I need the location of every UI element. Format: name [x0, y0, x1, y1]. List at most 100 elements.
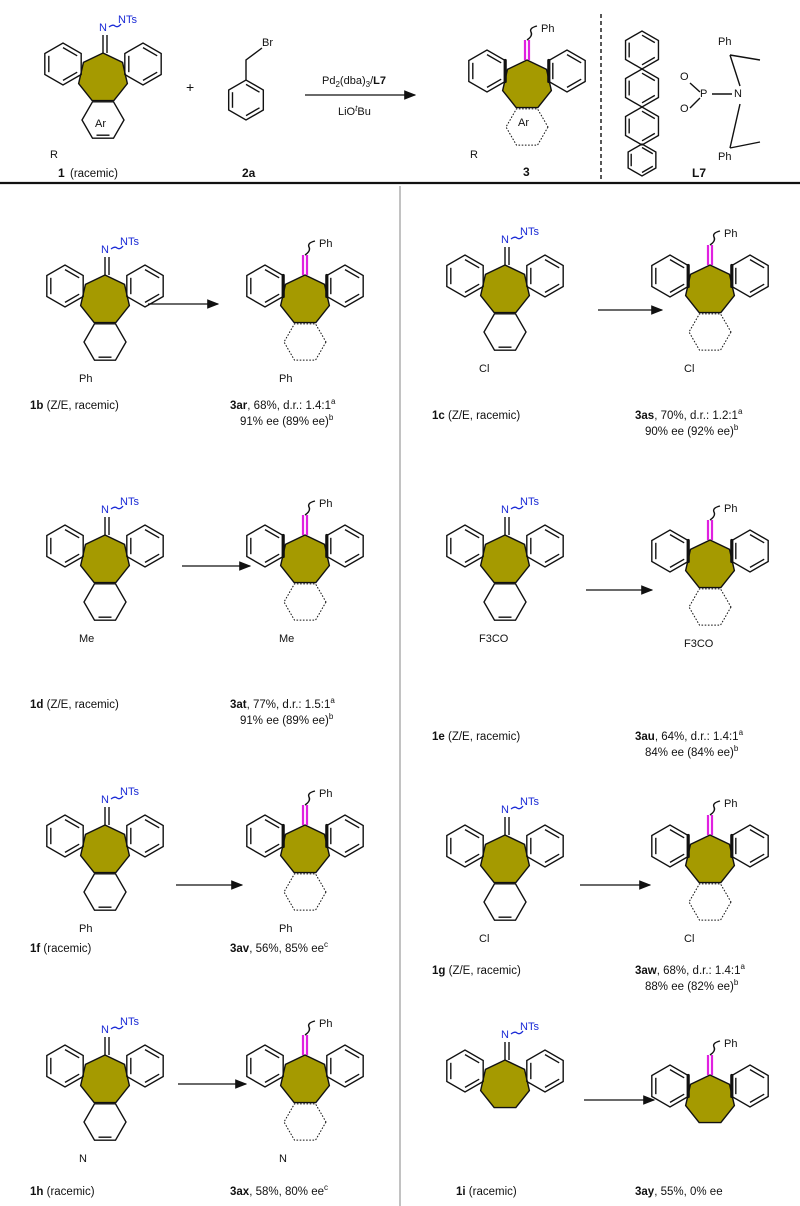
- wavy-n-n-bond: [510, 1030, 524, 1035]
- left-benzo-ring: [46, 264, 84, 308]
- reactant-1-label: 1: [58, 166, 65, 180]
- double-bond: [566, 78, 582, 88]
- seven-membered-core: [279, 1054, 331, 1104]
- product-id: 3ax: [230, 1186, 250, 1198]
- substrate-note: (Z/E, racemic): [43, 400, 119, 412]
- n-atom: N: [501, 1029, 509, 1041]
- substrate-id: 1b: [30, 400, 43, 412]
- wavy-n-n-bond: [110, 1025, 124, 1030]
- plus-sign: +: [186, 79, 194, 95]
- double-bond: [264, 529, 280, 539]
- br-atom: Br: [262, 37, 273, 49]
- substituent-label: Me: [279, 633, 294, 645]
- seven-membered-core: [279, 274, 331, 324]
- substrate-id: 1h: [30, 1186, 43, 1198]
- footnote-marker: a: [330, 696, 335, 705]
- left-benzo-ring: [46, 1044, 84, 1088]
- bottom-arene-ring: [83, 1103, 127, 1141]
- double-bond: [62, 71, 78, 81]
- n-atom: N: [501, 234, 509, 246]
- product-result: 3au, 64%, d.r.: 1.4:1a: [635, 728, 744, 743]
- double-bond: [669, 534, 685, 544]
- footnote-marker: a: [738, 407, 743, 416]
- double-bond: [64, 269, 80, 279]
- product-id: 3ay: [635, 1186, 655, 1198]
- seven-membered-core: [79, 824, 131, 874]
- product-yield: , 70%, d.r.: 1.2:1: [654, 410, 738, 422]
- seven-membered-core: [479, 534, 531, 584]
- seven-membered-core: [684, 264, 736, 314]
- right-benzo-ring: [731, 824, 769, 868]
- seven-membered-core: [77, 52, 129, 102]
- double-bond: [749, 1093, 765, 1103]
- n-atom: N: [501, 504, 509, 516]
- substrate-note: (Z/E, racemic): [43, 699, 119, 711]
- benzyl-ring: [227, 79, 265, 121]
- right-benzo-ring: [126, 524, 164, 568]
- binaphthyl-ring: [627, 143, 657, 177]
- double-bond: [64, 529, 80, 539]
- right-benzo-ring: [731, 529, 769, 573]
- seven-membered-core: [684, 539, 736, 589]
- double-bond: [641, 132, 656, 142]
- double-bond: [544, 1078, 560, 1088]
- substituent-label: Me: [79, 633, 94, 645]
- left-benzo-ring: [44, 42, 82, 86]
- right-benzo-ring: [326, 524, 364, 568]
- nts-group: NTs: [118, 14, 137, 26]
- substrate-id: 1d: [30, 699, 43, 711]
- substituent-label: N: [279, 1153, 287, 1165]
- product-yield: , 77%, d.r.: 1.5:1: [247, 699, 331, 711]
- product-ee: 91% ee (89% ee)b: [240, 413, 334, 428]
- double-bond: [64, 553, 80, 563]
- bottom-arene-ring: [283, 583, 327, 621]
- ch2-br-bond: [245, 47, 263, 80]
- double-bond: [669, 283, 685, 293]
- product-ee: 88% ee (82% ee)b: [645, 978, 739, 993]
- wavy-n-n-bond: [110, 245, 124, 250]
- left-benzo-ring: [651, 254, 689, 298]
- double-bond: [669, 1069, 685, 1079]
- double-bond: [245, 83, 260, 93]
- conditions-bottom: LiOtBu: [338, 104, 371, 118]
- double-bond: [544, 829, 560, 839]
- substrate-id: 1e: [432, 731, 445, 743]
- header-reactant-2a: Br 2a: [227, 37, 273, 180]
- ar-label: Ar: [95, 118, 106, 130]
- right-benzo-ring: [526, 524, 564, 568]
- product-id: 3au: [635, 731, 655, 743]
- right-benzo-ring: [731, 1064, 769, 1108]
- double-bond: [264, 269, 280, 279]
- bottom-arene-ring: [283, 1103, 327, 1141]
- double-bond: [544, 853, 560, 863]
- substituent-label: Ph: [279, 923, 292, 935]
- n-atom: N: [101, 244, 109, 256]
- double-bond: [669, 558, 685, 568]
- product-id: 3at: [230, 699, 247, 711]
- ee-value: 84% ee (84% ee): [645, 747, 734, 759]
- double-bond: [544, 259, 560, 269]
- ph-group: Ph: [319, 238, 332, 250]
- double-bond: [344, 1049, 360, 1059]
- left-benzo-ring: [246, 524, 284, 568]
- double-bond: [344, 293, 360, 303]
- right-benzo-ring: [326, 1044, 364, 1088]
- double-bond: [641, 146, 654, 155]
- ph-group: Ph: [724, 1038, 737, 1050]
- right-benzo-ring: [548, 49, 586, 93]
- double-bond: [464, 1078, 480, 1088]
- product-yield: , 58%, 80% ee: [249, 1186, 324, 1198]
- double-bond: [749, 259, 765, 269]
- bottom-arene-ring: [483, 313, 527, 351]
- product-result: 3av, 56%, 85% eec: [230, 940, 328, 955]
